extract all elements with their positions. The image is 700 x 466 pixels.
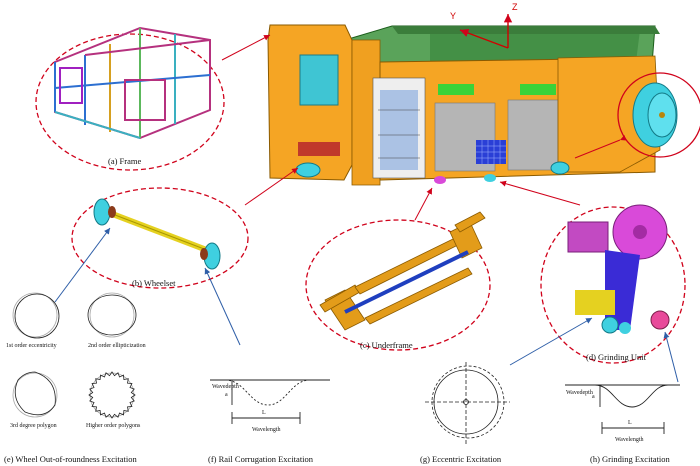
rail-corrugation-sketch — [210, 379, 330, 424]
wheel-closeup — [617, 72, 700, 158]
label-wheelset: (b) Wheelset — [132, 278, 176, 288]
label-eccentric: (g) Eccentric Excitation — [420, 454, 502, 464]
polygon-label-3: 3rd degree polygon — [10, 423, 57, 429]
grinding-L: L — [628, 420, 632, 426]
polygon-label-1: 1st order eccentricity — [6, 343, 57, 349]
polygon-label-4: Higher order polygons — [86, 423, 141, 429]
label-frame: (a) Frame — [108, 156, 142, 166]
corrugation-L: L — [262, 410, 266, 416]
y-axis-label: Y — [450, 11, 457, 21]
label-underframe: (c) Underframe — [360, 340, 413, 350]
corrugation-a: a — [225, 392, 228, 398]
label-rail-corrugation: (f) Rail Corrugation Excitation — [208, 454, 314, 464]
underframe-subfigure — [305, 211, 491, 351]
label-wheel-oor: (e) Wheel Out-of-roundness Excitation — [4, 454, 137, 464]
connector-arrows — [54, 34, 679, 383]
grinding-excitation-sketch — [565, 384, 680, 434]
corrugation-wavedepth: Wavedepth — [212, 384, 239, 390]
grinding-wavedepth: Wavedepth — [566, 390, 593, 396]
polygon-label-2: 2nd order ellipticization — [88, 343, 146, 349]
grinding-unit-subfigure — [540, 204, 686, 364]
grinding-a: a — [592, 394, 595, 400]
eccentric-sketch — [425, 362, 510, 445]
z-axis-label: Z — [512, 2, 518, 12]
grinding-wavelength: Wavelength — [615, 437, 644, 443]
label-grinding-excitation: (h) Grinding Excitation — [590, 454, 670, 464]
wheel-polygon-sketches — [12, 292, 137, 419]
label-grinding-unit: (d) Grinding Unit — [586, 352, 646, 362]
main-vehicle-model — [267, 14, 661, 186]
corrugation-wavelength: Wavelength — [252, 427, 281, 433]
frame-subfigure — [35, 26, 225, 171]
wheelset-subfigure — [71, 187, 249, 289]
